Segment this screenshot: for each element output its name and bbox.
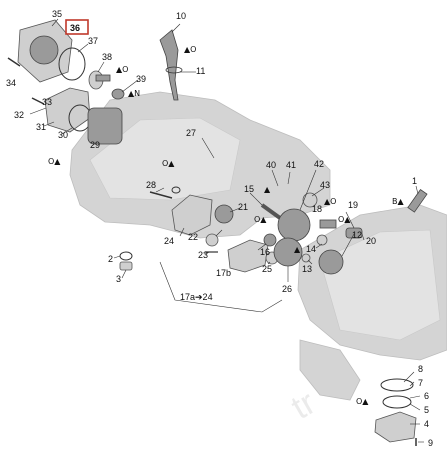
callout-29: 29 — [90, 140, 100, 150]
callout-19: 19 — [348, 200, 358, 210]
gasket-37 — [58, 47, 86, 81]
lubricant-symbols: ▲O ▲N ▲O O▲ O▲ O▲ ▲ ▲O O▲ ▲ B▲ O▲ — [48, 45, 405, 406]
callout-18: 18 — [312, 204, 322, 214]
callout-6: 6 — [424, 391, 429, 401]
gear-14 — [316, 234, 328, 246]
shaft-38 — [95, 74, 111, 82]
ring-7 — [380, 378, 414, 392]
cover-4 — [374, 411, 417, 443]
gear-22 — [205, 233, 219, 247]
callout-1: 1 — [412, 176, 417, 186]
oil-symbol-19: O▲ — [338, 215, 351, 224]
part-1 — [407, 188, 428, 213]
callout-33: 33 — [42, 97, 52, 107]
gear-21 — [214, 204, 234, 224]
callout-14: 14 — [306, 244, 316, 254]
callout-22: 22 — [188, 232, 198, 242]
callout-38: 38 — [102, 52, 112, 62]
oil-symbol-40: ▲ — [264, 185, 271, 194]
cover-center — [29, 35, 59, 65]
callout-23: 23 — [198, 250, 208, 260]
leader-lines — [29, 18, 424, 443]
callout-34: 34 — [6, 78, 16, 88]
callout-20: 20 — [366, 236, 376, 246]
oil-symbol-6: O▲ — [356, 397, 369, 406]
callout-4: 4 — [424, 419, 429, 429]
callout-12: 12 — [352, 230, 362, 240]
callout-24: 24 — [164, 236, 174, 246]
oil-symbol-39: ▲N — [128, 89, 140, 98]
callout-41: 41 — [286, 160, 296, 170]
callout-39: 39 — [136, 74, 146, 84]
oring-11 — [165, 66, 183, 74]
callout-5: 5 — [424, 405, 429, 415]
callout-26: 26 — [282, 284, 292, 294]
dipstick-10 — [159, 29, 179, 101]
callout-25: 25 — [262, 264, 272, 274]
oil-symbol-38: ▲O — [116, 65, 128, 74]
callout-15: 15 — [244, 184, 254, 194]
gear-12 — [318, 249, 344, 275]
oil-symbol-27: O▲ — [162, 159, 175, 168]
oil-symbol-1: B▲ — [392, 197, 405, 206]
callout-42: 42 — [314, 159, 324, 169]
gear-42 — [277, 208, 311, 242]
oil-symbol-15: O▲ — [254, 215, 267, 224]
callout-30: 30 — [58, 130, 68, 140]
oil-symbol-18: ▲O — [324, 197, 336, 206]
callout-16: 16 — [260, 247, 270, 257]
seal-39 — [111, 88, 125, 100]
callout-37: 37 — [88, 36, 98, 46]
oring-5 — [382, 395, 412, 409]
gear-43 — [302, 192, 318, 208]
callout-32: 32 — [14, 110, 24, 120]
plug-3 — [119, 261, 133, 271]
callout-17b: 17b — [216, 268, 231, 278]
callout-8: 8 — [418, 364, 423, 374]
cover-31 — [44, 87, 91, 133]
gear-16 — [263, 233, 277, 247]
oring-27 — [171, 186, 181, 194]
bolt-32 — [31, 97, 45, 105]
highlight-box-36 — [65, 19, 89, 35]
pump-body-17b — [227, 239, 269, 273]
housing-right-face — [319, 229, 441, 341]
bolt-28 — [149, 191, 173, 199]
callout-9: 9 — [428, 438, 433, 448]
pump-body-24 — [171, 194, 213, 236]
part-18 — [319, 219, 337, 229]
callout-17a-24: 17a➔24 — [180, 292, 213, 302]
callout-13: 13 — [302, 264, 312, 274]
callout-21: 21 — [238, 202, 248, 212]
callout-27: 27 — [186, 128, 196, 138]
oring-2 — [119, 251, 133, 261]
callout-28: 28 — [146, 180, 156, 190]
callout-11: 11 — [196, 66, 205, 76]
callout-43: 43 — [320, 180, 330, 190]
oil-symbol-30: O▲ — [48, 157, 61, 166]
shaft-15 — [260, 203, 282, 220]
callout-10: 10 — [176, 11, 186, 21]
bolt-34 — [7, 57, 21, 67]
oil-symbol-14: ▲ — [294, 245, 301, 254]
crankcase-lower — [299, 339, 361, 401]
callout-2: 2 — [108, 254, 113, 264]
callout-36: 36 — [70, 23, 80, 33]
callout-3: 3 — [116, 274, 121, 284]
callout-31: 31 — [36, 122, 46, 132]
callout-40: 40 — [266, 160, 276, 170]
callout-35: 35 — [52, 9, 62, 19]
filter-29 — [87, 107, 123, 145]
oil-symbol-10: ▲O — [184, 45, 196, 54]
callout-7: 7 — [418, 378, 423, 388]
callout-labels: 35 36 37 38 39 34 33 32 31 30 29 10 11 2… — [6, 9, 433, 448]
